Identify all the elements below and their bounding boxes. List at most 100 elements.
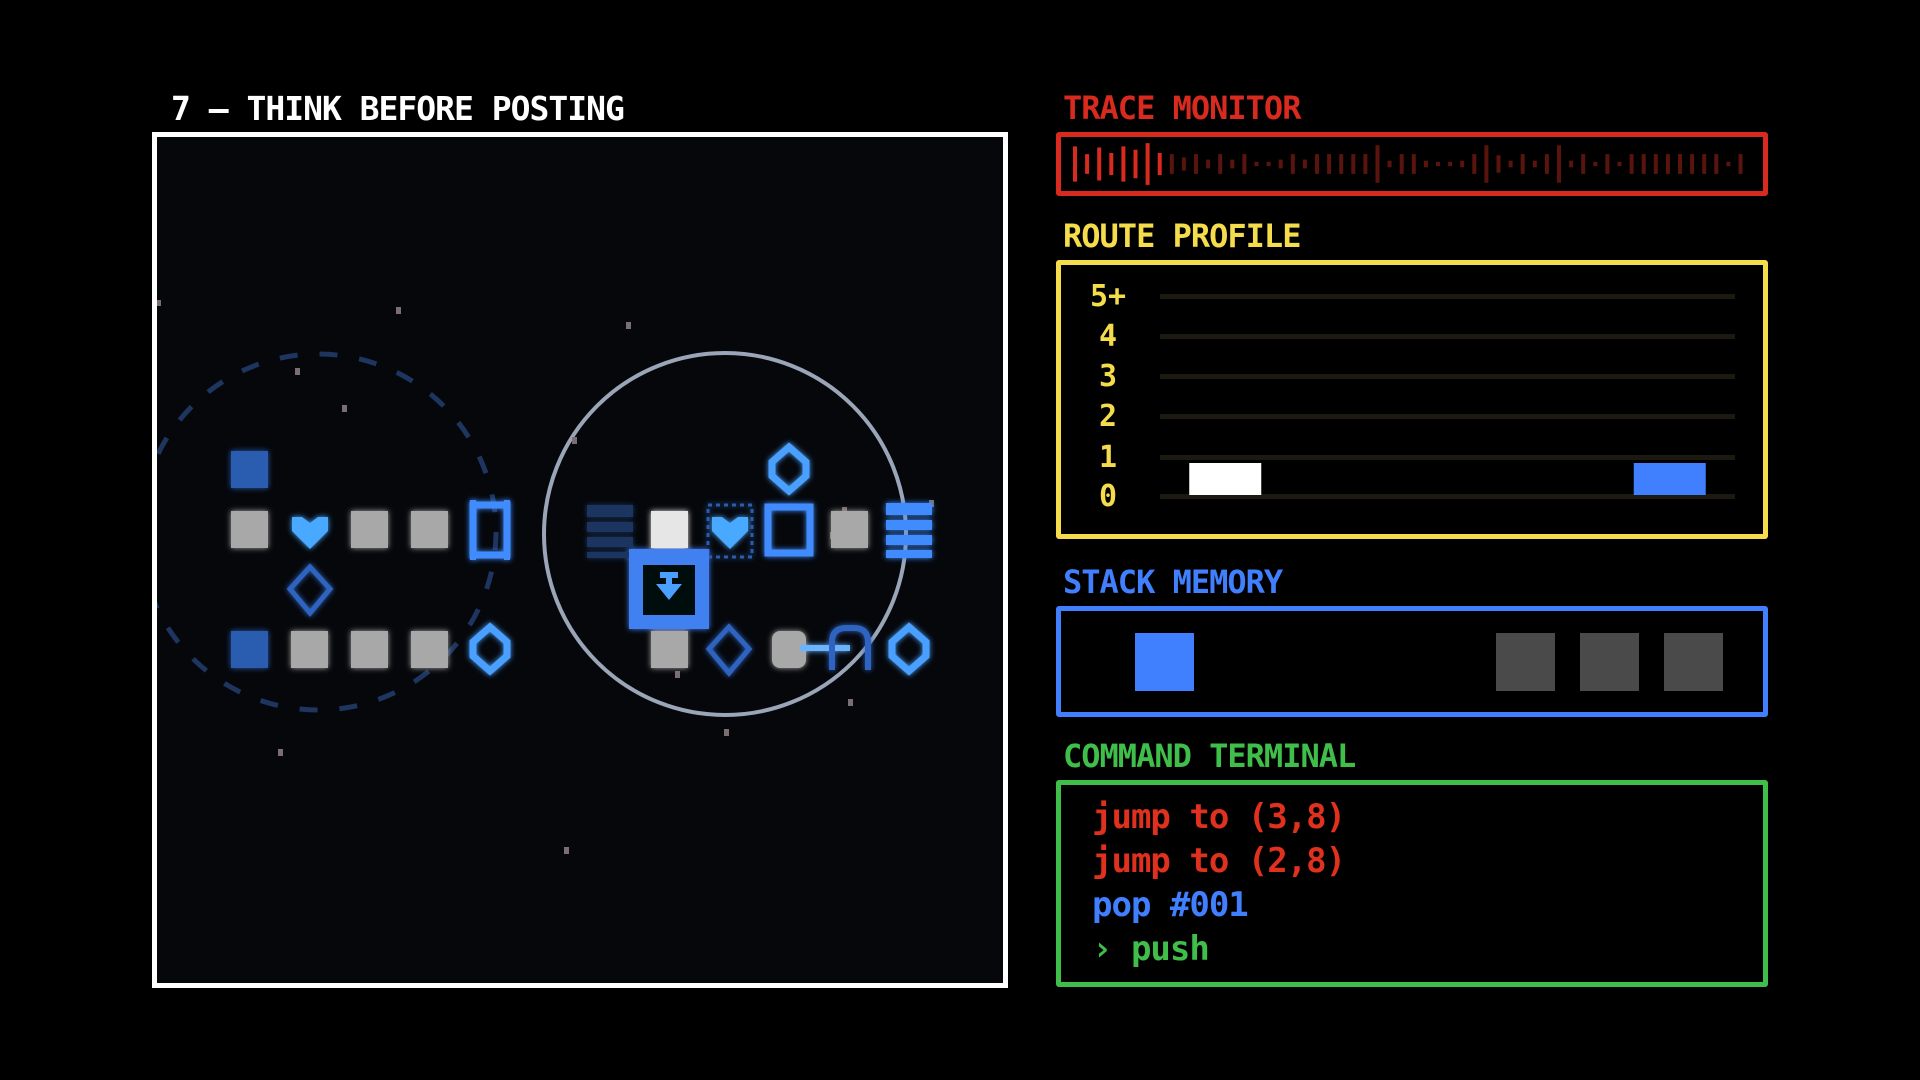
trace-tick xyxy=(1617,161,1622,167)
gate-icon[interactable] xyxy=(469,500,511,560)
player-cursor[interactable] xyxy=(629,549,709,629)
trace-tick xyxy=(1702,154,1707,174)
trace-tick xyxy=(1399,154,1404,174)
trace-tick xyxy=(1375,145,1380,183)
stack-slot xyxy=(1664,633,1723,691)
trace-tick xyxy=(1605,154,1610,174)
command-terminal-title: COMMAND TERMINAL xyxy=(1063,737,1356,775)
trace-tick xyxy=(1641,154,1646,174)
dashed-range-circle xyxy=(157,351,499,713)
trace-tick xyxy=(1157,153,1162,175)
trace-tick xyxy=(1230,159,1235,169)
trace-tick xyxy=(1544,154,1549,174)
heart-icon[interactable] xyxy=(712,517,748,549)
route-level-label: 1 xyxy=(1098,440,1118,475)
trace-monitor-panel xyxy=(1056,132,1768,196)
stone-tile[interactable] xyxy=(831,511,868,548)
trace-tick xyxy=(1363,154,1368,174)
level-title: 7 — THINK BEFORE POSTING xyxy=(171,89,625,128)
trace-tick xyxy=(1460,160,1465,168)
stack-slot-active xyxy=(1135,633,1194,691)
route-profile-title: ROUTE PROFILE xyxy=(1063,217,1301,255)
ring-node-icon[interactable] xyxy=(888,622,930,676)
link-beam xyxy=(800,645,850,651)
stone-tile[interactable] xyxy=(411,631,448,668)
stone-tile[interactable] xyxy=(411,511,448,548)
route-level-label: 5+ xyxy=(1089,279,1127,314)
stone-tile[interactable] xyxy=(351,631,388,668)
active-range-circle xyxy=(542,351,908,717)
stack-slot xyxy=(1496,633,1555,691)
trace-tick xyxy=(1278,159,1283,169)
stacked-bars-icon[interactable] xyxy=(886,503,932,558)
trace-tick xyxy=(1714,154,1719,174)
trace-tick xyxy=(1073,146,1077,182)
route-profile-panel xyxy=(1056,260,1768,539)
trace-tick xyxy=(1242,154,1247,174)
trace-tick xyxy=(1423,160,1428,168)
trace-tick xyxy=(1520,154,1525,174)
stone-tile[interactable] xyxy=(231,511,268,548)
trace-tick xyxy=(1738,154,1743,174)
trace-tick xyxy=(1665,154,1670,174)
trace-tick xyxy=(1266,161,1271,167)
trace-waveform xyxy=(1073,143,1743,185)
trace-tick xyxy=(1436,161,1440,167)
trace-tick xyxy=(1387,160,1392,168)
trace-tick xyxy=(1109,153,1114,175)
command-terminal-panel[interactable] xyxy=(1056,780,1768,987)
terminal-line: pop #001 xyxy=(1092,885,1249,925)
game-canvas xyxy=(157,300,934,854)
trace-tick xyxy=(1206,159,1211,169)
game-board[interactable] xyxy=(152,132,1008,988)
trace-tick xyxy=(1411,154,1416,174)
trace-tick xyxy=(1484,145,1489,183)
dark-block-tile[interactable] xyxy=(231,631,268,668)
stone-tile[interactable] xyxy=(651,631,688,668)
arch-icon[interactable] xyxy=(829,625,871,670)
trace-tick xyxy=(1254,161,1259,167)
trace-tick xyxy=(1496,155,1501,173)
trace-tick xyxy=(1339,154,1344,174)
terminal-line: jump to (3,8) xyxy=(1092,797,1346,837)
route-level-label: 4 xyxy=(1098,319,1118,354)
stone-tile[interactable] xyxy=(772,631,806,668)
terminal-prompt-line[interactable]: › push xyxy=(1092,929,1210,969)
trace-tick xyxy=(1133,149,1138,179)
trace-tick xyxy=(1351,154,1356,174)
ring-node-icon[interactable] xyxy=(469,622,511,676)
trace-tick xyxy=(1448,161,1453,167)
route-level-label: 2 xyxy=(1098,399,1118,434)
heart-icon[interactable] xyxy=(292,517,328,549)
stack-layers-icon[interactable] xyxy=(587,505,633,558)
trace-tick xyxy=(1726,161,1731,167)
trace-tick xyxy=(1678,154,1682,174)
trace-tick xyxy=(1169,154,1174,174)
trace-tick xyxy=(1532,160,1537,168)
stone-tile[interactable] xyxy=(291,631,328,668)
trace-tick xyxy=(1218,154,1223,174)
trace-tick xyxy=(1472,154,1477,174)
trace-tick xyxy=(1097,147,1102,181)
stone-tile[interactable] xyxy=(351,511,388,548)
trace-tick xyxy=(1557,145,1561,183)
stack-memory-title: STACK MEMORY xyxy=(1063,563,1283,601)
trace-tick xyxy=(1145,143,1150,185)
trace-tick xyxy=(1690,154,1695,174)
trace-tick xyxy=(1593,161,1598,167)
light-stone-tile[interactable] xyxy=(651,511,688,548)
dark-block-tile[interactable] xyxy=(231,451,268,488)
hollow-square-icon[interactable] xyxy=(764,503,814,557)
trace-tick xyxy=(1302,159,1307,169)
trace-tick xyxy=(1181,157,1186,171)
ring-node-icon[interactable] xyxy=(768,442,810,496)
trace-tick xyxy=(1629,154,1634,174)
trace-tick xyxy=(1581,154,1586,174)
diamond-outline-icon[interactable] xyxy=(705,623,753,677)
trace-tick xyxy=(1315,154,1319,174)
trace-tick xyxy=(1327,154,1332,174)
arrow-down-icon xyxy=(656,572,682,600)
diamond-outline-icon[interactable] xyxy=(286,563,334,617)
trace-tick xyxy=(1085,154,1090,174)
terminal-line: jump to (2,8) xyxy=(1092,841,1346,881)
